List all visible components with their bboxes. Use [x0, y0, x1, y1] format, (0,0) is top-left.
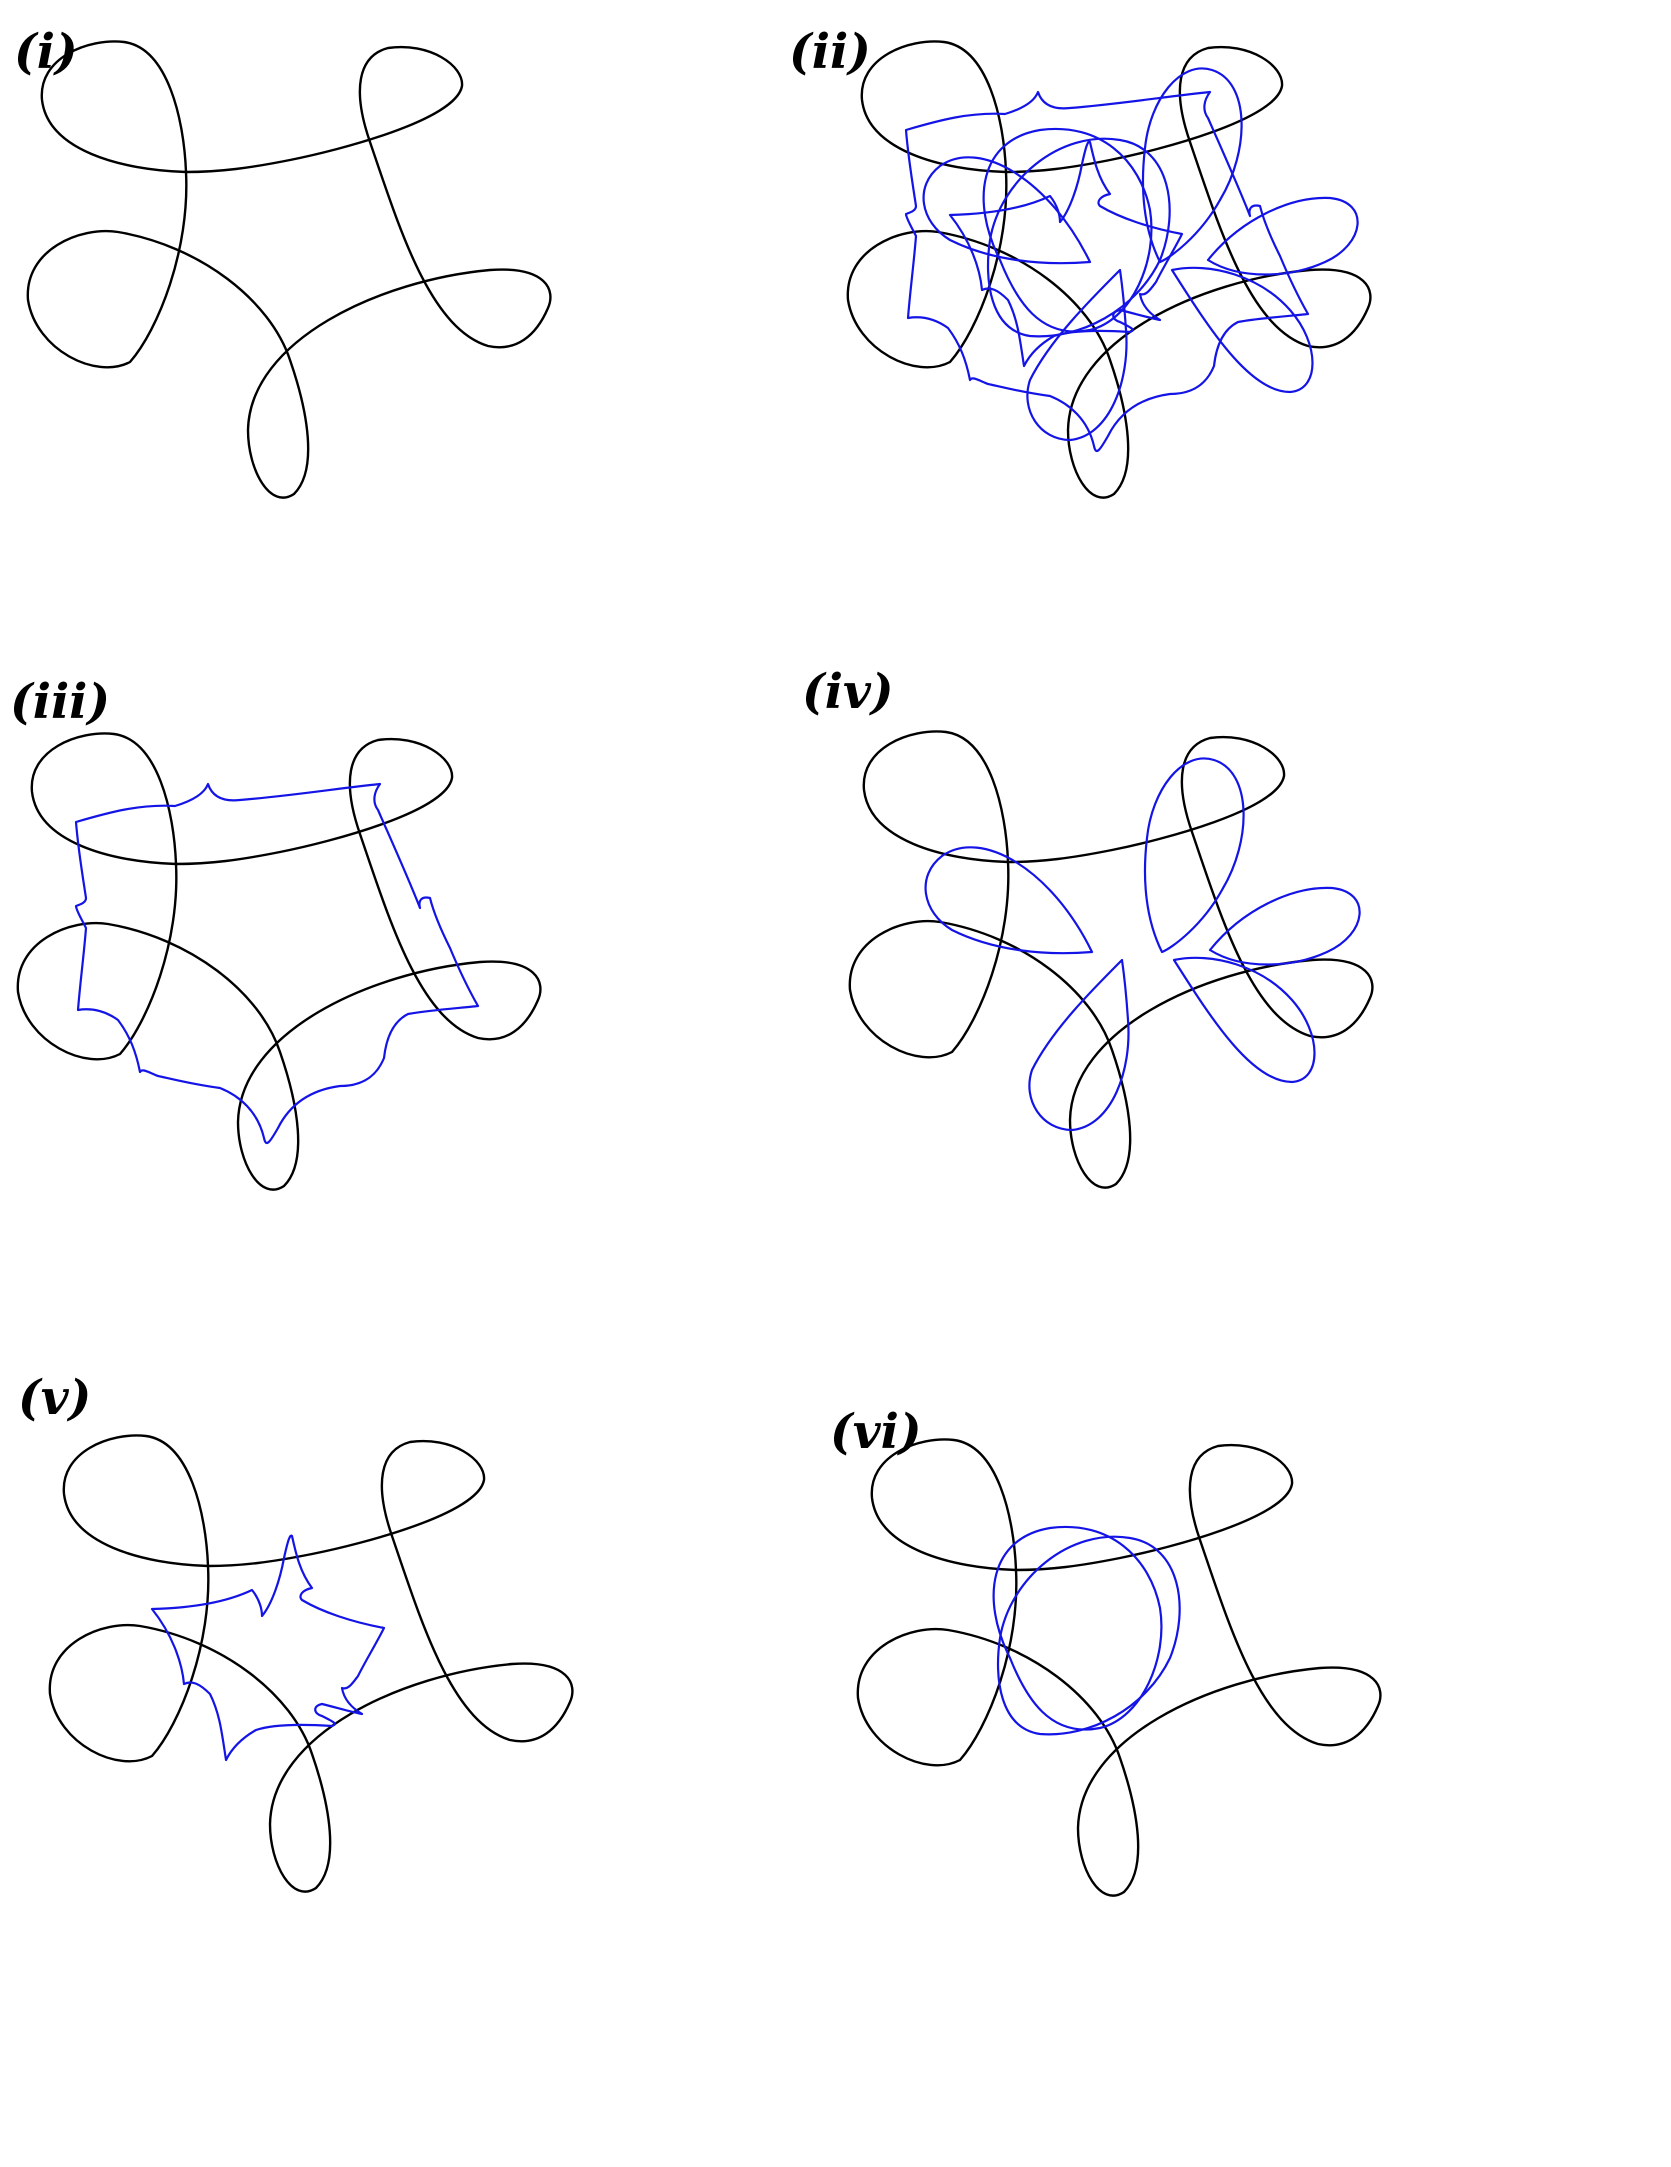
panel-label-v: (v): [18, 1370, 91, 1426]
blue-petal-loop-5: [924, 846, 1094, 955]
black-curve-path: [48, 1434, 574, 1893]
blue-curves: [992, 1525, 1181, 1736]
panel-label-iv: (iv): [802, 664, 894, 720]
black-curve-path: [848, 730, 1374, 1189]
panel-label-ii: (ii): [789, 24, 871, 80]
panel-label-iii: (iii): [10, 674, 110, 730]
black-curve: [16, 732, 542, 1191]
blue-petal-loop-3: [1170, 266, 1314, 394]
blue-cusped-ring: [74, 782, 480, 1145]
blue-curves: [904, 67, 1359, 453]
panel-label-i: (i): [14, 24, 78, 80]
black-curve-path: [846, 40, 1372, 499]
panel-vi: (vi): [830, 1404, 1382, 1897]
blue-petal-loop-2: [1208, 886, 1361, 966]
black-curve: [856, 1438, 1382, 1897]
blue-curves: [150, 1534, 386, 1762]
black-curve: [848, 730, 1374, 1189]
blue-petal-loop-3: [1172, 956, 1316, 1084]
black-curve-path: [856, 1438, 1382, 1897]
black-curve-path: [16, 732, 542, 1191]
blue-curves: [924, 757, 1361, 1132]
blue-petal-loop-1: [1141, 67, 1243, 264]
blue-cusped-star: [948, 140, 1184, 368]
panel-iii: (iii): [10, 674, 542, 1191]
black-curve: [846, 40, 1372, 499]
black-curve-path: [26, 40, 552, 499]
panel-label-vi: (vi): [830, 1404, 922, 1460]
blue-curves: [74, 782, 480, 1145]
blue-petal-loop-2: [1206, 196, 1359, 276]
blue-petal-loop-4: [1028, 958, 1130, 1132]
panel-i: (i): [14, 24, 552, 499]
blue-oval-loop-1: [982, 127, 1153, 333]
blue-oval-loop-1: [992, 1525, 1163, 1731]
black-curve: [48, 1434, 574, 1893]
blue-cusped-star: [150, 1534, 386, 1762]
blue-oval-loop-2: [996, 1535, 1181, 1736]
panel-ii: (ii): [789, 24, 1372, 499]
blue-oval-loop-2: [986, 137, 1171, 338]
blue-petal-loop-1: [1143, 757, 1245, 954]
blue-cusped-ring: [904, 90, 1310, 453]
blue-petal-loop-5: [922, 156, 1092, 265]
panel-iv: (iv): [802, 664, 1374, 1189]
black-curve: [26, 40, 552, 499]
panel-v: (v): [18, 1370, 574, 1893]
